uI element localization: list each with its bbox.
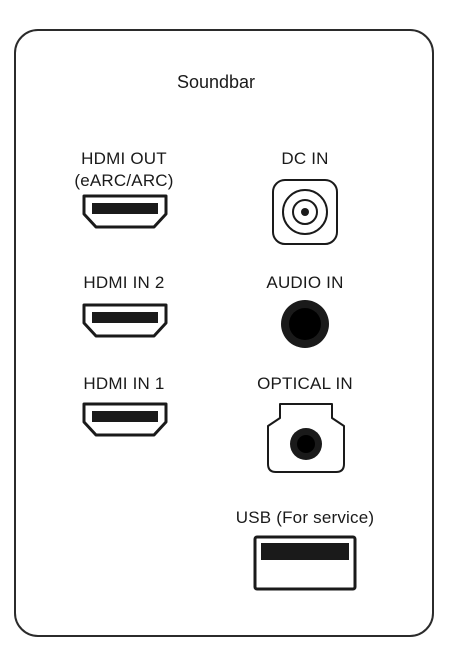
usb-port-icon [253,535,357,591]
hdmi-out-sublabel: (eARC/ARC) [74,171,174,190]
soundbar-back-panel [14,29,434,637]
hdmi-in-2-label: HDMI IN 2 [83,273,165,292]
audio-in-label: AUDIO IN [266,273,344,292]
dc-in-label: DC IN [281,149,329,168]
hdmi-in-2-port-icon [82,303,168,338]
hdmi-out-label: HDMI OUT [81,149,167,168]
hdmi-out-port-icon [82,194,168,229]
audio-in-port-icon [281,300,329,348]
panel-title: Soundbar [176,72,256,92]
usb-label: USB (For service) [235,508,375,527]
dc-in-port-icon [272,179,338,245]
optical-in-label: OPTICAL IN [257,374,353,393]
hdmi-in-1-label: HDMI IN 1 [83,374,165,393]
hdmi-in-1-port-icon [82,402,168,437]
optical-in-port-icon [267,403,345,473]
